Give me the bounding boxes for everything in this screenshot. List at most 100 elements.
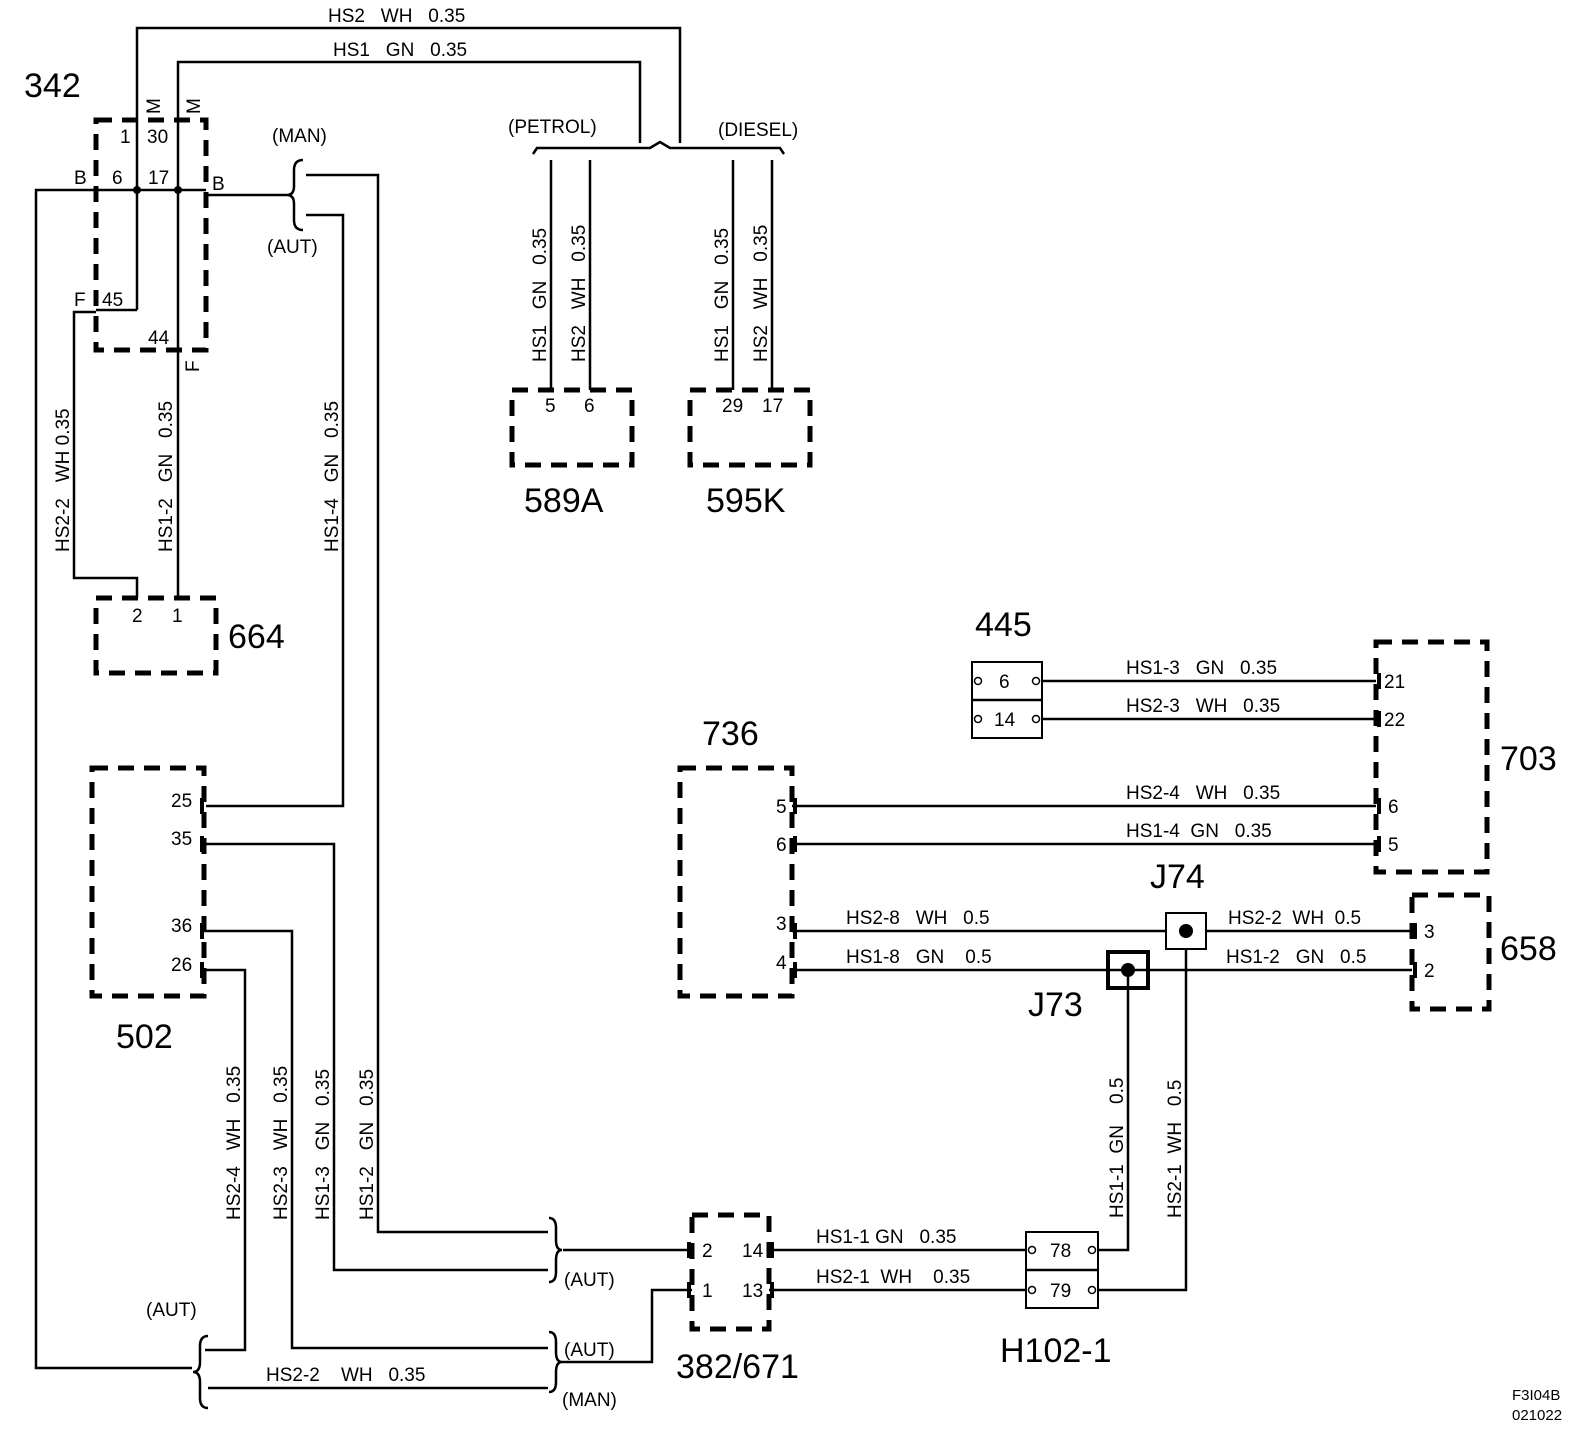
wire-label-top-hs1: HS1 GN 0.35 <box>333 40 467 61</box>
pin-589A-6: 6 <box>584 396 595 417</box>
label-aut-mid: (AUT) <box>564 1270 615 1291</box>
pin-342-B-right: B <box>212 174 225 195</box>
wire-label-736-hs1-4: HS1-4 GN 0.35 <box>1126 821 1272 842</box>
pin-703-6: 6 <box>1388 797 1399 818</box>
label-502: 502 <box>116 1018 173 1056</box>
pin-595K-17: 17 <box>762 396 783 417</box>
pin-736-5: 5 <box>776 797 787 818</box>
wire-label-hs2-1-h: HS2-1 WH 0.35 <box>816 1267 970 1288</box>
label-589A: 589A <box>524 482 604 520</box>
splice-J74 <box>1165 912 1207 950</box>
component-658-box <box>1409 892 1492 1012</box>
wire-label-bottom-hs2-2: HS2-2 WH 0.35 <box>266 1365 425 1386</box>
pin-736-4: 4 <box>776 953 787 974</box>
component-342-box <box>93 117 209 353</box>
pin-658-2: 2 <box>1424 961 1435 982</box>
pin-342-45: 45 <box>102 290 123 311</box>
wire-label-hs1-1-h: HS1-1 GN 0.35 <box>816 1227 956 1248</box>
wire-label-hs2-2-left: HS2-2 WH 0.35 <box>53 408 74 552</box>
pin-664-1: 1 <box>172 606 183 627</box>
pin-382-14: 14 <box>742 1241 764 1262</box>
wire-label-736-hs2-8: HS2-8 WH 0.5 <box>846 908 990 929</box>
wire-label-445-hs2-3: HS2-3 WH 0.35 <box>1126 696 1280 717</box>
component-595K-box <box>687 387 813 468</box>
wire-label-v-hs2-3: HS2-3 WH 0.35 <box>271 1066 292 1220</box>
pin-502-25: 25 <box>171 791 192 812</box>
wire-label-589-hs1: HS1 GN 0.35 <box>530 228 551 362</box>
label-445: 445 <box>975 606 1032 644</box>
label-342: 342 <box>24 67 81 105</box>
label-diesel: (DIESEL) <box>718 120 798 141</box>
label-J74: J74 <box>1150 858 1205 896</box>
pin-H102-78: 78 <box>1050 1241 1071 1262</box>
pin-342-F-left: F <box>74 290 86 311</box>
wire-label-658-hs2-2: HS2-2 WH 0.5 <box>1228 908 1361 929</box>
pin-703-21: 21 <box>1384 672 1405 693</box>
wire-label-736-hs2-4: HS2-4 WH 0.35 <box>1126 783 1280 804</box>
pin-382-13: 13 <box>742 1281 763 1302</box>
wire-label-hs1-2-left: HS1-2 GN 0.35 <box>156 401 177 552</box>
wire-label-589-hs2: HS2 WH 0.35 <box>569 225 590 362</box>
label-aut-left: (AUT) <box>146 1300 197 1321</box>
pin-703-22: 22 <box>1384 710 1405 731</box>
pin-342-17: 17 <box>148 168 169 189</box>
figure-date: 021022 <box>1512 1407 1562 1424</box>
label-658: 658 <box>1500 930 1557 968</box>
label-736: 736 <box>702 715 759 753</box>
label-H102-1: H102-1 <box>1000 1332 1112 1370</box>
wire-label-658-hs1-2: HS1-2 GN 0.5 <box>1226 947 1366 968</box>
splice-J73 <box>1106 950 1150 990</box>
pin-703-5: 5 <box>1388 835 1399 856</box>
pin-342-6: 6 <box>112 168 123 189</box>
wire-label-hs1-1-v: HS1-1 GN 0.5 <box>1107 1078 1128 1218</box>
wire-label-595-hs1: HS1 GN 0.35 <box>712 228 733 362</box>
component-382-671-box <box>689 1212 772 1332</box>
label-aut-bottom: (AUT) <box>564 1340 615 1361</box>
label-J73: J73 <box>1028 986 1083 1024</box>
label-aut-top: (AUT) <box>267 237 318 258</box>
wire-label-595-hs2: HS2 WH 0.35 <box>751 225 772 362</box>
pin-342-M-left: M <box>144 98 165 114</box>
wire-label-v-hs1-3: HS1-3 GN 0.35 <box>313 1069 334 1220</box>
label-703: 703 <box>1500 740 1557 778</box>
label-man-bottom: (MAN) <box>562 1390 617 1411</box>
pin-595K-29: 29 <box>722 396 743 417</box>
pin-382-1: 1 <box>702 1281 713 1302</box>
wire-label-top-hs2: HS2 WH 0.35 <box>328 6 465 27</box>
pin-658-3: 3 <box>1424 922 1435 943</box>
label-petrol: (PETROL) <box>508 117 597 138</box>
pin-736-6: 6 <box>776 835 787 856</box>
pin-445-6: 6 <box>999 672 1010 693</box>
label-664: 664 <box>228 618 285 656</box>
pin-H102-79: 79 <box>1050 1281 1071 1302</box>
pin-589A-5: 5 <box>545 396 556 417</box>
pin-736-3: 3 <box>776 914 787 935</box>
wire-label-hs1-4-vertical: HS1-4 GN 0.35 <box>322 401 343 552</box>
label-595K: 595K <box>706 482 786 520</box>
pin-342-30: 30 <box>147 127 168 148</box>
label-man-top: (MAN) <box>272 126 327 147</box>
pin-502-26: 26 <box>171 955 192 976</box>
pin-342-44: 44 <box>148 328 170 349</box>
pin-445-14: 14 <box>994 710 1016 731</box>
wire-label-hs2-1-v: HS2-1 WH 0.5 <box>1165 1080 1186 1218</box>
pin-502-36: 36 <box>171 916 192 937</box>
figure-id: F3I04B <box>1512 1387 1560 1404</box>
component-703-box <box>1373 639 1490 875</box>
wire-label-736-hs1-8: HS1-8 GN 0.5 <box>846 947 992 968</box>
component-736-box <box>677 765 795 999</box>
pin-502-35: 35 <box>171 829 192 850</box>
wire-label-v-hs2-4: HS2-4 WH 0.35 <box>224 1066 245 1220</box>
pin-382-2: 2 <box>702 1241 713 1262</box>
component-664-box <box>93 595 219 676</box>
component-589A-box <box>509 387 635 468</box>
pin-342-F-bottom: F <box>183 360 204 372</box>
label-382-671: 382/671 <box>676 1348 799 1386</box>
pin-342-1: 1 <box>120 127 131 148</box>
pin-664-2: 2 <box>132 606 143 627</box>
wire-label-v-hs1-2: HS1-2 GN 0.35 <box>357 1069 378 1220</box>
pin-342-M-right: M <box>184 98 205 114</box>
pin-342-B-left: B <box>74 168 87 189</box>
wire-label-445-hs1-3: HS1-3 GN 0.35 <box>1126 658 1277 679</box>
